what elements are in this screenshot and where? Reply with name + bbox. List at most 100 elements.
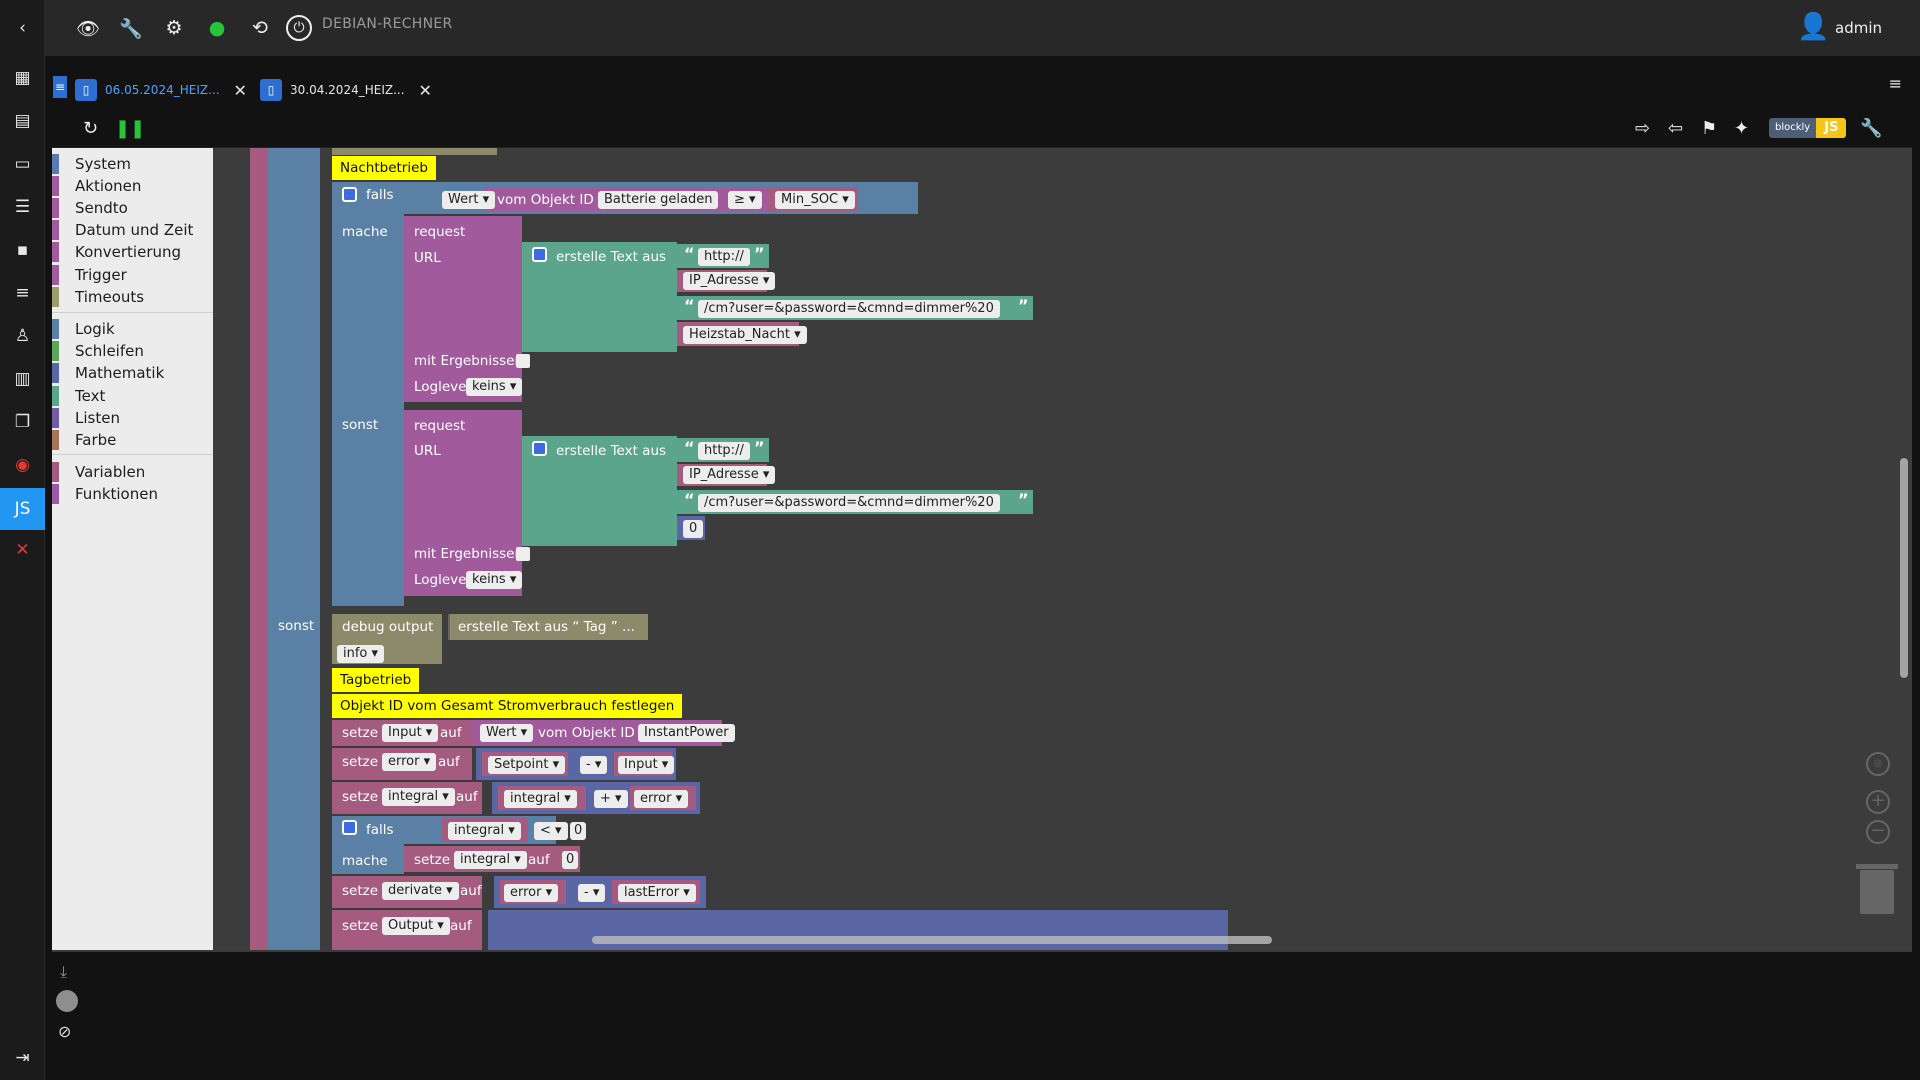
category-timeouts[interactable]: Timeouts xyxy=(52,287,144,307)
last-error-dropdown[interactable]: lastError ▾ xyxy=(618,884,696,902)
expert-mode-icon[interactable]: ● xyxy=(208,17,226,39)
checkered-flag-icon[interactable]: ⚑ xyxy=(1701,118,1718,139)
error-var-dropdown[interactable]: error ▾ xyxy=(634,790,689,808)
object-id-field[interactable]: Batterie geladen xyxy=(598,191,719,209)
input-var-dropdown[interactable]: Input ▾ xyxy=(618,756,675,774)
checkbox[interactable] xyxy=(516,354,530,368)
nav-scripts[interactable]: JS xyxy=(0,488,45,530)
number-field[interactable]: 0 xyxy=(683,520,704,538)
join-text-block-2[interactable] xyxy=(522,436,677,546)
nav-logout[interactable]: ⇥ xyxy=(0,1040,45,1076)
text-field[interactable]: /cm?user=&password=&cmnd=dimmer%20 xyxy=(698,300,1000,318)
restart-icon[interactable]: ↻ xyxy=(83,118,99,139)
category-listen[interactable]: Listen xyxy=(52,408,120,428)
integral-var-dropdown[interactable]: integral ▾ xyxy=(454,851,527,869)
operator-dropdown[interactable]: ≥ ▾ xyxy=(728,191,762,209)
error-var-dropdown[interactable]: error ▾ xyxy=(382,753,437,771)
nav-backup[interactable]: ◉ xyxy=(0,447,45,483)
outer-if-block[interactable] xyxy=(268,148,320,950)
zoom-out-icon[interactable]: − xyxy=(1866,820,1890,844)
log-toggle-icon[interactable] xyxy=(56,990,78,1012)
night-if-block[interactable] xyxy=(332,182,404,606)
outer-function-block[interactable] xyxy=(250,148,268,950)
horizontal-scrollbar[interactable] xyxy=(592,936,1272,944)
category-logik[interactable]: Logik xyxy=(52,319,115,339)
category-system[interactable]: System xyxy=(52,154,131,174)
operator-dropdown[interactable]: + ▾ xyxy=(594,790,628,808)
nav-overview[interactable]: ▦ xyxy=(0,60,45,96)
vertical-scrollbar[interactable] xyxy=(1900,458,1908,678)
category-sendto[interactable]: Sendto xyxy=(52,198,128,218)
list-toggle-icon[interactable]: ≡ xyxy=(53,76,67,98)
mutator-gear-icon[interactable] xyxy=(532,441,547,456)
nav-hosts[interactable]: ▥ xyxy=(0,361,45,397)
min-soc-dropdown[interactable]: Min_SOC ▾ xyxy=(775,191,855,209)
nav-logs[interactable]: ≡ xyxy=(0,275,45,311)
heizstab-nacht-dropdown[interactable]: Heizstab_Nacht ▾ xyxy=(683,326,807,344)
ip-dropdown[interactable]: IP_Adresse ▾ xyxy=(683,272,776,290)
checkbox[interactable] xyxy=(516,547,530,561)
recenter-icon[interactable]: ◎ xyxy=(1866,752,1890,776)
category-farbe[interactable]: Farbe xyxy=(52,430,116,450)
nav-objects[interactable]: ☰ xyxy=(0,189,45,225)
collapse-menu-button[interactable]: ‹ xyxy=(0,10,45,46)
category-text[interactable]: Text xyxy=(52,386,105,406)
zoom-in-icon[interactable]: + xyxy=(1866,790,1890,814)
wrench-icon[interactable]: 🔧 xyxy=(1860,118,1883,139)
blockly-workspace[interactable]: System Aktionen Sendto Datum und Zeit Ko… xyxy=(52,147,1912,950)
integral-var-dropdown[interactable]: integral ▾ xyxy=(382,788,455,806)
loglevel-dropdown[interactable]: keins ▾ xyxy=(466,571,523,589)
comment-tagbetrieb[interactable]: Tagbetrieb xyxy=(332,668,420,692)
comment-nachtbetrieb[interactable]: Nachtbetrieb xyxy=(332,156,436,180)
sync-off-icon[interactable]: ⟲ xyxy=(252,17,268,39)
nav-enums[interactable]: ▪ xyxy=(0,232,45,268)
category-konvertierung[interactable]: Konvertierung xyxy=(52,242,181,262)
scroll-down-icon[interactable]: ⤓ xyxy=(60,962,68,981)
number-field[interactable]: 0 xyxy=(562,851,579,869)
nav-users[interactable]: ♙ xyxy=(0,318,45,354)
integral-var-dropdown[interactable]: integral ▾ xyxy=(448,822,521,840)
output-math-block[interactable] xyxy=(488,910,1228,950)
close-icon[interactable]: ✕ xyxy=(418,80,432,100)
mutator-gear-icon[interactable] xyxy=(342,187,357,202)
tab-script-1[interactable]: ▯ 06.05.2024_HEIZ... ✕ xyxy=(75,70,261,112)
operator-dropdown[interactable]: - ▾ xyxy=(578,884,606,902)
nav-instances[interactable]: ▭ xyxy=(0,146,45,182)
settings-icon[interactable]: ⚙ xyxy=(165,17,183,39)
request-block-2[interactable] xyxy=(404,410,522,596)
nav-adapters[interactable]: ▤ xyxy=(0,103,45,139)
partial-debug-block[interactable] xyxy=(332,148,497,155)
join-text-block-1[interactable] xyxy=(522,242,677,352)
value-dropdown[interactable]: Wert ▾ xyxy=(442,191,496,209)
derivate-var-dropdown[interactable]: derivate ▾ xyxy=(382,882,459,900)
category-variablen[interactable]: Variablen xyxy=(52,462,145,482)
category-funktionen[interactable]: Funktionen xyxy=(52,484,158,504)
setpoint-dropdown[interactable]: Setpoint ▾ xyxy=(488,756,566,774)
pause-icon[interactable]: ❚❚ xyxy=(115,118,146,139)
sparkle-icon[interactable]: ✦ xyxy=(1734,118,1750,139)
category-aktionen[interactable]: Aktionen xyxy=(52,176,141,196)
input-var-dropdown[interactable]: Input ▾ xyxy=(382,724,439,742)
blockly-js-toggle[interactable]: blockly JS xyxy=(1769,118,1847,138)
mutator-gear-icon[interactable] xyxy=(532,247,547,262)
tabs-menu-icon[interactable]: ≡ xyxy=(1888,74,1902,93)
debug-text-block[interactable] xyxy=(448,614,648,640)
close-icon[interactable]: ✕ xyxy=(233,80,247,100)
ip-dropdown[interactable]: IP_Adresse ▾ xyxy=(683,466,776,484)
eye-icon[interactable]: 👁 xyxy=(75,17,101,40)
loglevel-dropdown[interactable]: keins ▾ xyxy=(466,378,523,396)
operator-dropdown[interactable]: < ▾ xyxy=(534,822,568,840)
nav-files[interactable]: ❐ xyxy=(0,404,45,440)
integral-var-dropdown[interactable]: integral ▾ xyxy=(504,790,577,808)
number-field[interactable]: 0 xyxy=(570,822,587,840)
category-trigger[interactable]: Trigger xyxy=(52,265,127,285)
comment-object-id[interactable]: Objekt ID vom Gesamt Stromverbrauch fest… xyxy=(332,694,683,718)
export-icon[interactable]: ⇨ xyxy=(1635,118,1651,139)
wrench-icon[interactable]: 🔧 xyxy=(119,17,143,40)
object-id-field[interactable]: InstantPower xyxy=(638,724,735,742)
output-var-dropdown[interactable]: Output ▾ xyxy=(382,917,450,935)
value-dropdown[interactable]: Wert ▾ xyxy=(480,724,534,742)
info-dropdown[interactable]: info ▾ xyxy=(337,645,385,663)
category-datum[interactable]: Datum und Zeit xyxy=(52,220,193,240)
eye-off-icon[interactable]: ⊘ xyxy=(58,1022,72,1041)
